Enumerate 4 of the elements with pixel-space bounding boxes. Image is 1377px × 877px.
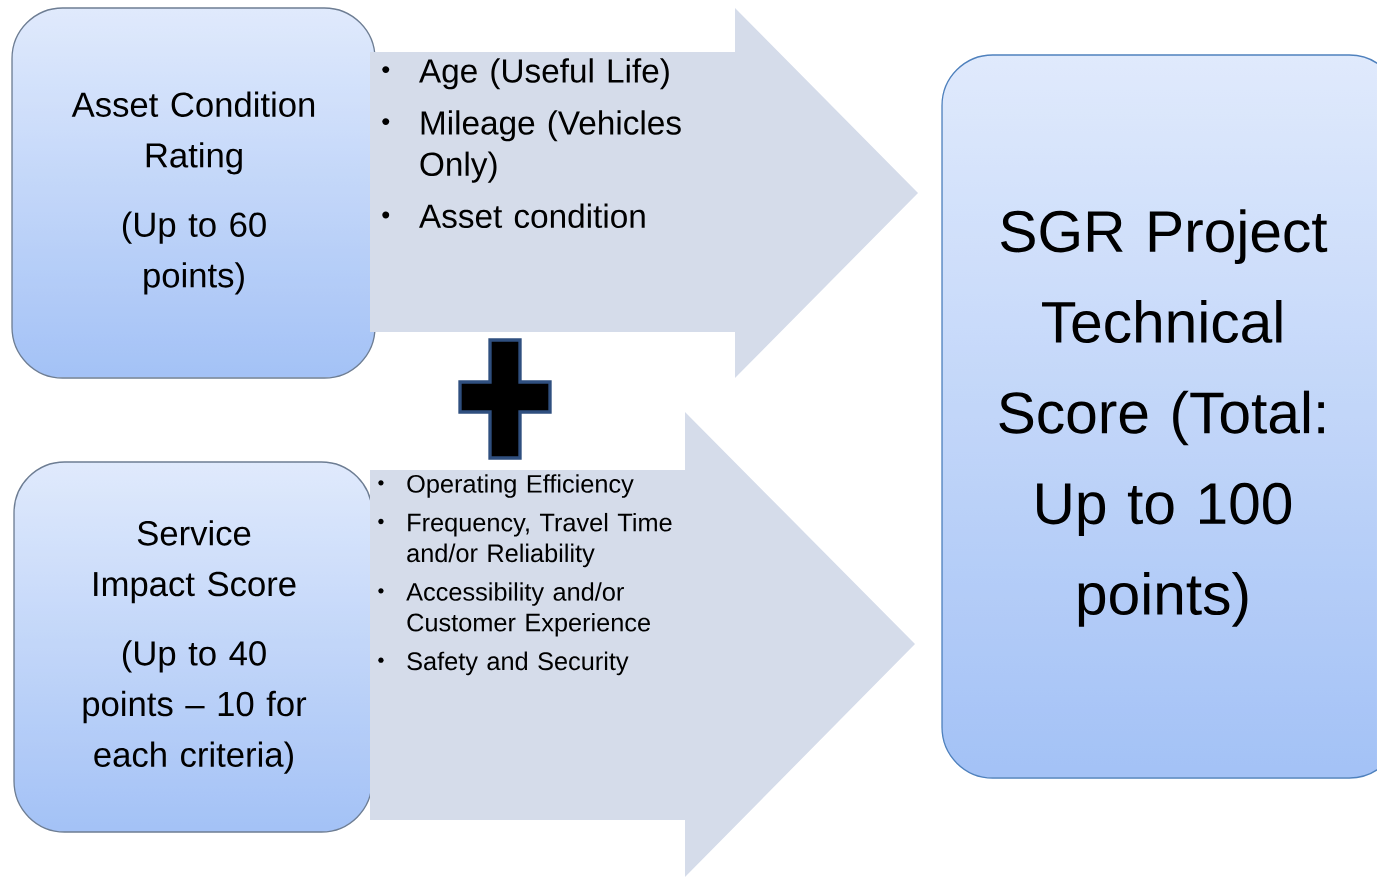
rounded-box: SGR Project Technical Score (Total: Up to 100 points) [941,54,1377,779]
plus-sign [458,338,552,460]
rounded-box: Service Impact Score (Up to 40 points – 10 for each criteria) [13,461,373,833]
rounded-box: Asset Condition Rating (Up to 60 points) [11,7,376,379]
